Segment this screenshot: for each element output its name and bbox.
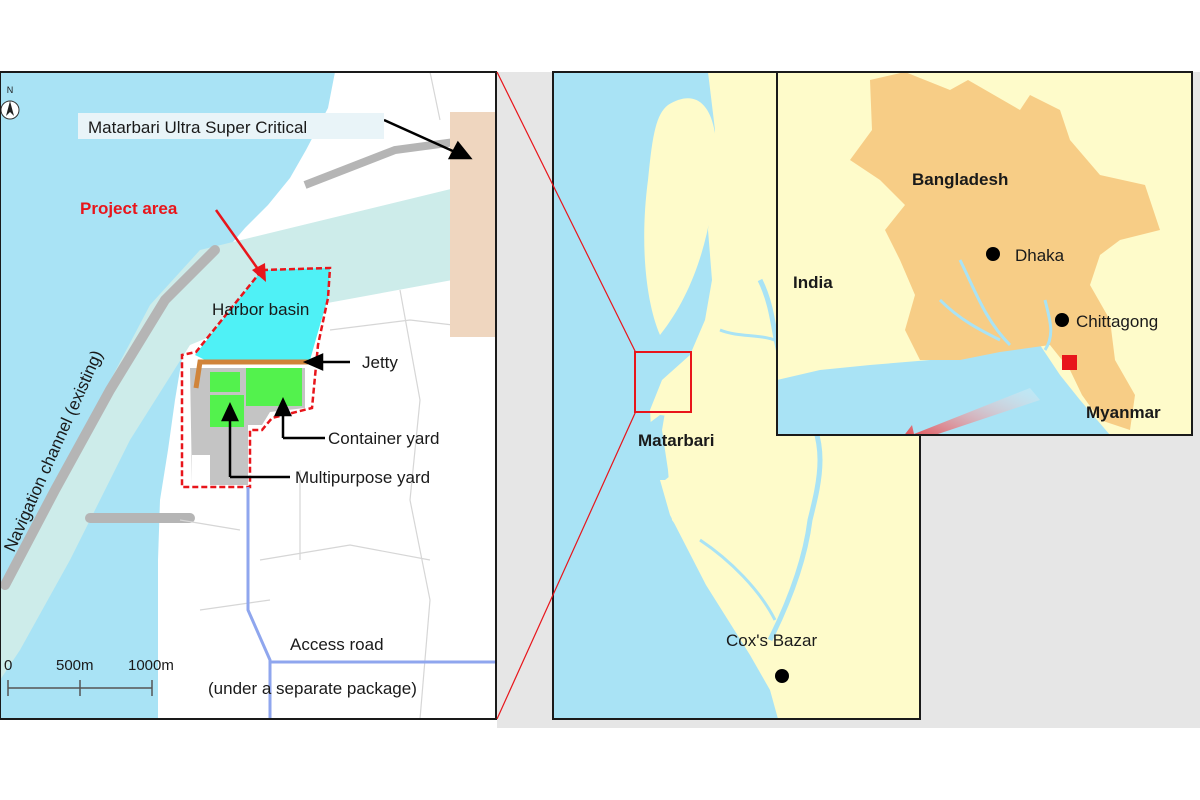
north-label: N — [7, 85, 14, 95]
land-boundaries — [179, 72, 496, 719]
access-road — [246, 487, 496, 719]
country-inset-map: Bangladesh India Dhaka Chittagong Myanma… — [777, 72, 1192, 435]
breakwater — [0, 245, 220, 590]
scale-label-500m: 500m — [56, 657, 94, 674]
project-area-outline — [180, 266, 332, 489]
scale-bar — [7, 680, 153, 696]
harbor-basin-area — [195, 268, 330, 360]
inset-rivers — [938, 259, 1053, 351]
zoom-connector-lines — [496, 71, 637, 720]
power-plant-label-bg — [78, 113, 384, 139]
scale-label-0: 0 — [4, 657, 12, 674]
project-area-arrow — [214, 209, 266, 282]
matarbari-label: Matarbari — [638, 431, 715, 450]
multipurpose-yard-green — [210, 372, 240, 392]
container-yard-label: Container yard — [328, 429, 440, 448]
myanmar-label: Myanmar — [1086, 403, 1161, 422]
multipurpose-yard-label: Multipurpose yard — [295, 468, 430, 487]
access-road-sublabel: (under a separate package) — [208, 679, 417, 698]
sea-area — [0, 72, 335, 719]
dhaka-dot — [986, 247, 1000, 261]
dhaka-label: Dhaka — [1015, 246, 1065, 265]
bay-of-bengal — [777, 345, 1110, 435]
chittagong-dot — [1055, 313, 1069, 327]
inset-arrow — [904, 388, 1040, 435]
access-road-label: Access road — [290, 635, 384, 654]
scale-label-1000m: 1000m — [128, 657, 174, 674]
bangladesh-label: Bangladesh — [912, 170, 1008, 189]
bangladesh-area — [850, 72, 1160, 430]
breakwater-north — [303, 136, 471, 189]
india-label: India — [793, 273, 833, 292]
project-location-box — [634, 351, 692, 413]
matarbari-marker — [1062, 355, 1077, 370]
kutubdia-island — [644, 98, 717, 335]
callout-arrows — [221, 118, 473, 479]
container-yard-area — [246, 368, 302, 406]
maheshkhali-island — [662, 372, 745, 545]
power-plant-label: Matarbari Ultra Super Critical — [88, 118, 307, 137]
navigation-channel-band — [0, 178, 496, 680]
detail-map-frame — [0, 71, 497, 720]
harbor-basin-label: Harbor basin — [212, 300, 309, 319]
north-arrow-icon: N — [0, 85, 20, 120]
detail-map: N Matarbari Ultra Super Critical Project… — [0, 72, 496, 719]
inset-map-frame — [776, 71, 1193, 436]
chittagong-label: Chittagong — [1076, 312, 1158, 331]
coxs-bazar-label: Cox's Bazar — [726, 631, 817, 650]
project-area-label: Project area — [80, 199, 178, 218]
white-gap — [192, 455, 210, 485]
jetty — [193, 359, 308, 389]
jetty-label: Jetty — [362, 353, 398, 372]
coxs-bazar-dot — [775, 669, 789, 683]
